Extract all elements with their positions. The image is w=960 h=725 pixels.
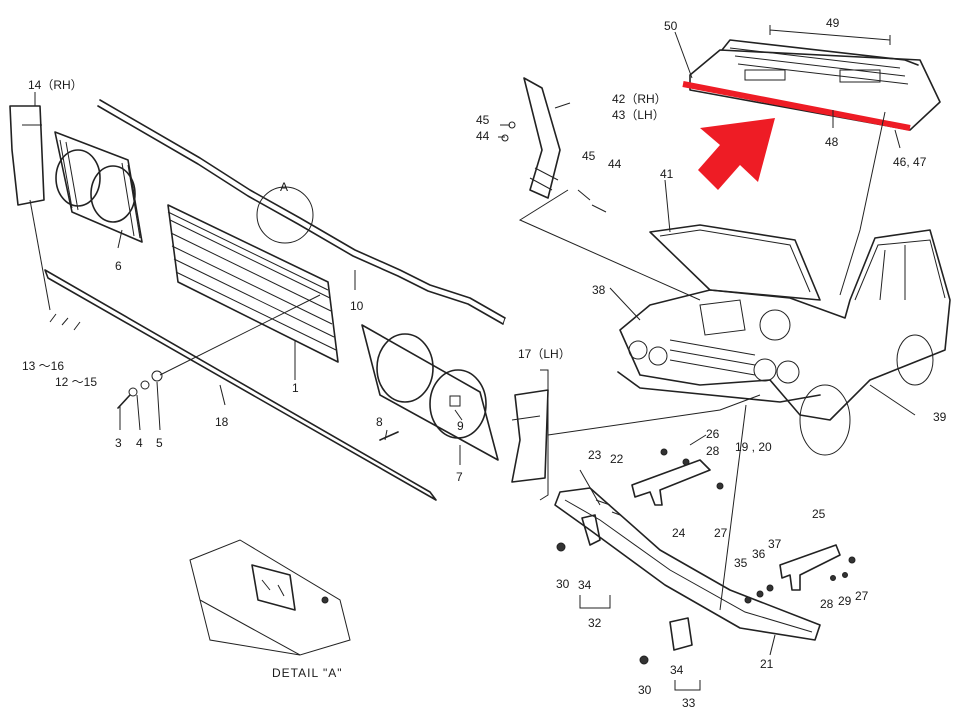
- label-27a: 27: [714, 526, 728, 540]
- label-34b: 34: [670, 663, 684, 677]
- label-38: 38: [592, 283, 606, 297]
- label-23: 23: [588, 448, 602, 462]
- label-13-16: 13 ～16: [22, 359, 64, 373]
- label-32: 32: [588, 616, 602, 630]
- label-22: 22: [610, 452, 624, 466]
- label-21: 21: [760, 657, 774, 671]
- label-3: 3: [115, 436, 122, 450]
- screw-8: [379, 431, 399, 441]
- label-30a: 30: [556, 577, 570, 591]
- label-42: 42（RH）: [612, 92, 667, 106]
- label-14: 14（RH）: [28, 78, 83, 92]
- label-26: 26: [706, 427, 720, 441]
- overrider-upper: [556, 499, 621, 552]
- top-moulding-10: [97, 99, 506, 325]
- car-illustration: [617, 224, 951, 456]
- label-17: 17（LH）: [518, 347, 571, 361]
- label-48: 48: [825, 135, 839, 149]
- highlight-arrow-icon: [698, 118, 775, 190]
- bracket-24: [631, 448, 724, 506]
- label-5: 5: [156, 436, 163, 450]
- label-45a: 45: [476, 113, 490, 127]
- label-28b: 28: [820, 597, 834, 611]
- label-45b: 45: [582, 149, 596, 163]
- center-grille-1: [167, 204, 339, 363]
- label-29: 29: [838, 594, 852, 608]
- detail-a-circle: [256, 186, 314, 244]
- label-36: 36: [752, 547, 766, 561]
- label-39: 39: [933, 410, 947, 424]
- clips: [49, 313, 81, 331]
- overrider-lower: [639, 617, 693, 665]
- label-49: 49: [826, 16, 840, 30]
- fasteners-3-4-5: [117, 370, 163, 409]
- label-9: 9: [457, 419, 464, 433]
- label-44a: 44: [476, 129, 490, 143]
- label-1: 1: [292, 381, 299, 395]
- label-4: 4: [136, 436, 143, 450]
- label-34a: 34: [578, 578, 592, 592]
- label-8: 8: [376, 415, 383, 429]
- label-44b: 44: [608, 157, 622, 171]
- part-labels: 14（RH） 6 A 10 1 13 ～16 12 ～15 18 3 4 5 8…: [22, 16, 947, 710]
- label-7: 7: [456, 470, 463, 484]
- label-10: 10: [350, 299, 364, 313]
- highlight-bar: [682, 81, 911, 131]
- detail-caption: DETAIL "A": [272, 666, 343, 680]
- detail-callout-a: A: [280, 180, 288, 194]
- side-trim-14: [9, 105, 45, 206]
- cowl-panel: [689, 25, 941, 131]
- label-24: 24: [672, 526, 686, 540]
- front-bumper-21: [554, 487, 821, 641]
- headlamp-frame-7: [361, 324, 499, 461]
- hood-hinge: [501, 77, 607, 213]
- label-25: 25: [812, 507, 826, 521]
- label-30b: 30: [638, 683, 652, 697]
- label-12-15: 12 ～15: [55, 375, 97, 389]
- label-28a: 28: [706, 444, 720, 458]
- label-43: 43（LH）: [612, 108, 665, 122]
- label-37: 37: [768, 537, 782, 551]
- label-18: 18: [215, 415, 229, 429]
- label-46-47: 46, 47: [893, 155, 927, 169]
- detail-a-view: [189, 539, 351, 656]
- label-19-20: 19 , 20: [735, 440, 772, 454]
- leader-lines: [29, 31, 916, 691]
- side-trim-17: [511, 389, 549, 483]
- bolts-35-36-37: [744, 584, 774, 604]
- label-33: 33: [682, 696, 696, 710]
- headlamp-frame-6: [54, 131, 143, 243]
- label-6: 6: [115, 259, 122, 273]
- label-50: 50: [664, 19, 678, 33]
- label-35: 35: [734, 556, 748, 570]
- label-41: 41: [660, 167, 674, 181]
- lower-moulding-18: [44, 269, 437, 501]
- label-27b: 27: [855, 589, 869, 603]
- bracket-25: [779, 544, 856, 591]
